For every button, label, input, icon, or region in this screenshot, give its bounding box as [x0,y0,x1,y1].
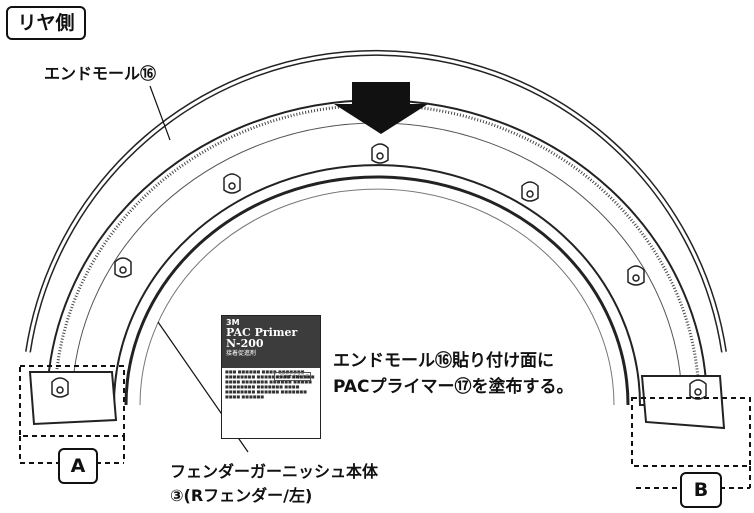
side-label: リヤ側 [6,6,86,40]
primer-product: PAC Primer [226,326,298,339]
instruction-line-1: エンドモール⑯貼り付け面に [333,351,554,371]
primer-fine-print: ■■■ ■■■■■■ ■■■■ ■■■■■■■ ■■■■■■■■ ■■■■■■■… [225,369,315,399]
instruction-line-2: PACプライマー⑰を塗布する。 [333,377,574,397]
primer-brand: 3M [226,318,240,327]
detail-box-b [631,397,751,467]
primer-warning: 火気厳禁 取扱注意 [274,372,312,381]
clip-group [51,143,707,400]
primer-subtitle: 接着促進剤 [226,350,257,357]
detail-box-a [19,365,125,437]
fender-label-line-2: ③(Rフェンダー/左) [170,486,313,505]
primer-label-band: 3M PAC Primer N-200 接着促進剤 [222,316,320,368]
press-direction-arrow [334,82,428,134]
end-mold-leader [149,85,171,141]
marker-b: B [680,472,722,508]
end-mold-label: エンドモール⑯ [44,64,157,83]
marker-a: A [58,448,98,484]
primer-code: N-200 [226,337,264,350]
fender-label-line-1: フェンダーガーニッシュ本体 [170,462,379,481]
primer-bottle: 3M PAC Primer N-200 接着促進剤 火気厳禁 取扱注意 ■■■ … [221,315,321,439]
